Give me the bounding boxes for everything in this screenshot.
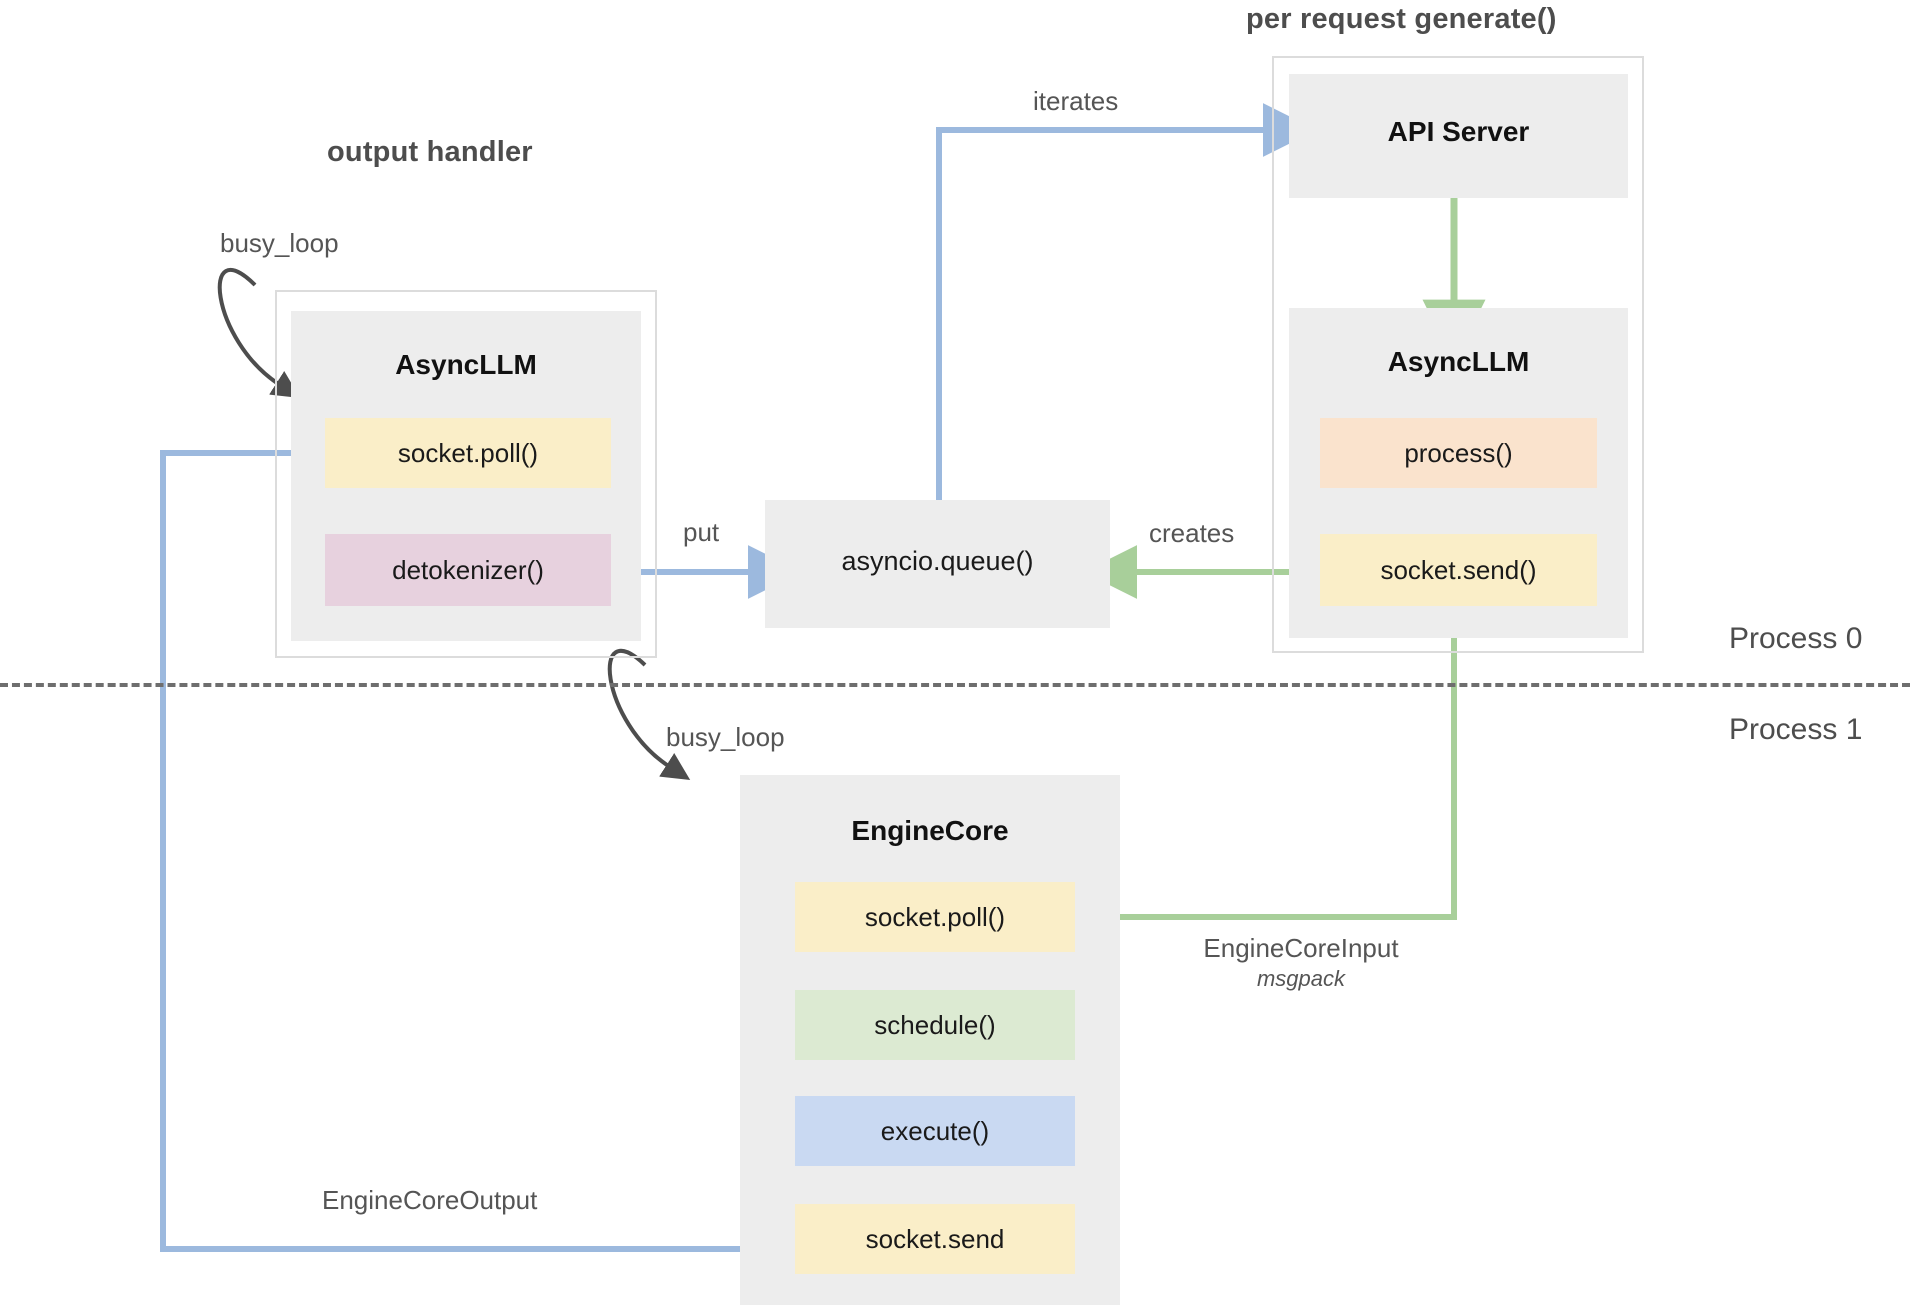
chip-schedule[interactable]: schedule(): [795, 990, 1075, 1060]
chip-label: process(): [1404, 437, 1513, 468]
per-request-title: per request generate(): [1246, 3, 1557, 35]
iterates-arrow: [936, 103, 1317, 500]
iterates-label: iterates: [1033, 86, 1119, 116]
put-label: put: [683, 517, 720, 547]
chip-label: execute(): [880, 1115, 990, 1146]
chip-socket-poll-engine-core[interactable]: socket.poll(): [795, 882, 1075, 952]
busy-loop-arrow-engine-core: [607, 648, 691, 780]
asyncio-queue-label: asyncio.queue(): [841, 546, 1034, 576]
chip-label: socket.poll(): [864, 901, 1006, 932]
api-server-title: API Server: [1387, 116, 1530, 147]
async-llm-output-title: AsyncLLM: [395, 349, 537, 380]
engine-core-input-label: EngineCoreInput: [1203, 933, 1399, 963]
chip-socket-send-engine-core[interactable]: socket.send: [795, 1204, 1075, 1274]
busy-loop-arrow-output-handler: [217, 268, 301, 398]
chip-label: detokenizer(): [392, 554, 544, 585]
chip-detokenizer[interactable]: detokenizer(): [325, 534, 611, 606]
chip-process[interactable]: process(): [1320, 418, 1597, 488]
engine-core-title: EngineCore: [851, 815, 1009, 846]
engine-core-input-format-label: msgpack: [1256, 966, 1346, 991]
process-divider: [0, 683, 1910, 687]
output-handler-title: output handler: [327, 136, 533, 168]
engine-core-output-label: EngineCoreOutput: [322, 1185, 538, 1215]
chip-label: socket.poll(): [397, 437, 539, 468]
engine-core-input-label-group: EngineCoreInput msgpack: [1171, 933, 1431, 992]
process-1-label: Process 1: [1729, 713, 1863, 746]
chip-socket-send-request[interactable]: socket.send(): [1320, 534, 1597, 606]
per-request-frame: [1272, 56, 1644, 653]
chip-socket-poll-output[interactable]: socket.poll(): [325, 418, 611, 488]
chip-label: socket.send(): [1380, 554, 1537, 585]
chip-execute[interactable]: execute(): [795, 1096, 1075, 1166]
output-handler-frame: [275, 290, 657, 658]
busy-loop-label-engine-core: busy_loop: [666, 722, 785, 752]
chip-label: socket.send: [865, 1223, 1005, 1254]
api-server-box[interactable]: API Server: [1289, 74, 1628, 198]
chip-label: schedule(): [874, 1009, 996, 1040]
asyncio-queue-box[interactable]: asyncio.queue(): [765, 500, 1110, 628]
busy-loop-label-output-handler: busy_loop: [220, 228, 339, 258]
async-llm-request-title: AsyncLLM: [1387, 346, 1530, 377]
creates-label: creates: [1149, 518, 1235, 548]
process-0-label: Process 0: [1729, 622, 1863, 655]
